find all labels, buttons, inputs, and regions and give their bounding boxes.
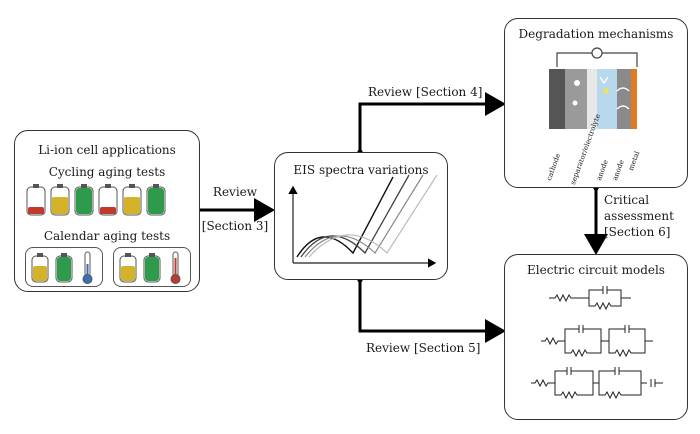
- cell-icon: [74, 184, 94, 216]
- review-section3-label-2: [Section 3]: [200, 218, 270, 234]
- circuits-box: Electric circuit models: [504, 254, 688, 420]
- degradation-box: Degradation mechanisms cathode separator…: [504, 18, 688, 188]
- eis-curve: [308, 174, 438, 258]
- calendar-cells-right: [119, 251, 181, 284]
- calendar-title: Calendar aging tests: [43, 229, 171, 243]
- calendar-cells-left: [31, 251, 93, 284]
- eis-title: EIS spectra variations: [293, 163, 429, 177]
- cycling-cells: [26, 184, 166, 216]
- cell-icon: [146, 184, 166, 216]
- thermometer-cold-icon: [82, 251, 93, 284]
- circuit-model-1: [549, 286, 631, 311]
- circuit-model-2: [541, 325, 653, 358]
- critical-line1: Critical: [604, 193, 650, 207]
- review-section5-label: Review [Section 5]: [366, 341, 481, 355]
- degradation-title: Degradation mechanisms: [518, 27, 674, 41]
- cell-icon: [26, 184, 46, 216]
- cell-icon: [50, 184, 70, 216]
- critical-section6-label: Critical assessment [Section 6]: [604, 192, 674, 240]
- eis-plot: [288, 174, 438, 268]
- arrow-review-section5: [348, 264, 506, 343]
- circuits-title: Electric circuit models: [527, 263, 665, 277]
- circuit-model-3: [531, 367, 663, 400]
- cycling-title: Cycling aging tests: [48, 165, 166, 179]
- critical-line3: [Section 6]: [604, 225, 671, 239]
- review-section3-label: Review: [202, 184, 268, 200]
- degradation-illustration: [549, 47, 638, 129]
- cell-icon: [122, 184, 142, 216]
- thermometer-hot-icon: [170, 251, 181, 284]
- arrow-review-section4: [348, 92, 506, 168]
- calendar-group-right: [113, 247, 191, 287]
- review-section3-line1: Review: [212, 185, 258, 199]
- review-section3-line2: [Section 3]: [201, 219, 269, 233]
- calendar-group-left: [25, 247, 103, 287]
- cell-icon: [98, 184, 118, 216]
- applications-title: Li-ion cell applications: [38, 143, 176, 157]
- circuit-diagrams: [531, 286, 663, 400]
- critical-line2: assessment: [604, 209, 674, 223]
- eis-box: EIS spectra variations: [274, 152, 448, 280]
- review-section4-label: Review [Section 4]: [368, 85, 483, 99]
- applications-box: Li-ion cell applications Cycling aging t…: [14, 130, 200, 292]
